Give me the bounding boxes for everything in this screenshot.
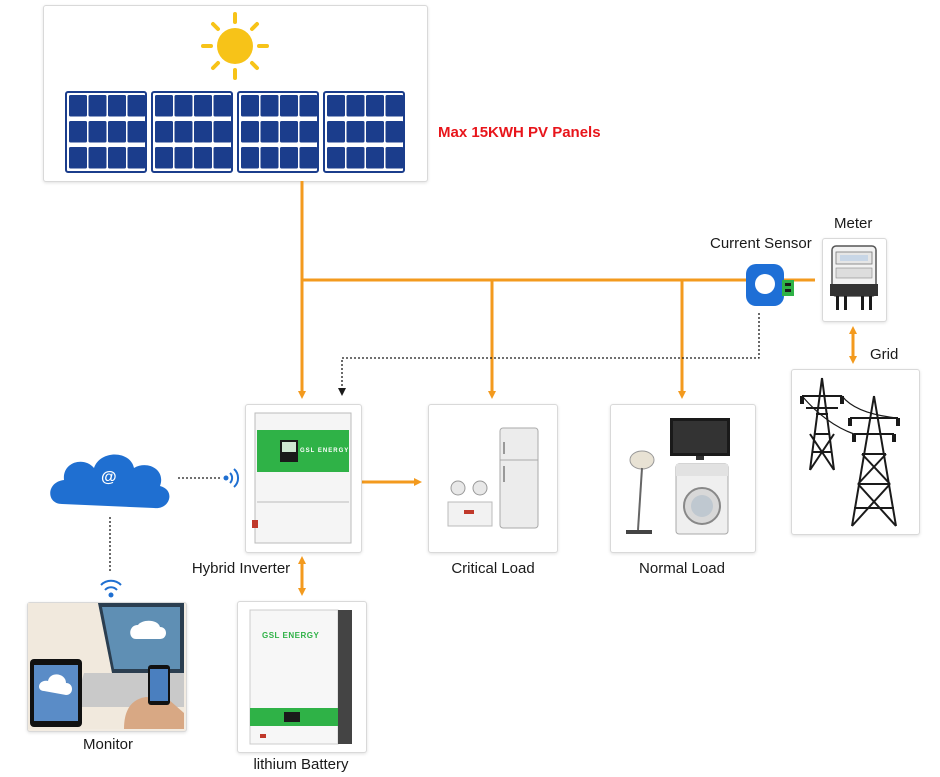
sun-icon <box>201 12 269 80</box>
pv-panels-label: Max 15KWH PV Panels <box>438 124 601 141</box>
electricity-meter-icon <box>830 245 878 310</box>
ct-signal-line <box>338 313 760 396</box>
normal-load-label: Normal Load <box>639 560 725 577</box>
power-tower-icon <box>800 377 900 527</box>
meter-label: Meter <box>834 215 873 232</box>
critical-load-appliances-icon <box>447 427 539 529</box>
wifi-monitor-icon <box>100 579 122 598</box>
inverter-brand-text: GSL ENERGY <box>300 448 350 454</box>
current-sensor-icon <box>746 264 794 306</box>
monitor-label: Monitor <box>82 736 134 753</box>
normal-load-appliances-icon <box>626 418 730 535</box>
lithium-battery-icon <box>249 609 352 745</box>
battery-label: lithium Battery <box>253 756 349 773</box>
battery-brand-text: GSL ENERGY <box>262 631 320 640</box>
grid-label: Grid <box>870 346 899 363</box>
inverter-label: Hybrid Inverter <box>191 560 291 577</box>
hybrid-inverter-icon <box>252 412 352 544</box>
monitor-devices-image <box>28 603 184 729</box>
cloud-at-symbol: @ <box>101 469 117 486</box>
wifi-inverter-icon <box>223 468 240 488</box>
current-sensor-label: Current Sensor <box>710 235 812 252</box>
solar-panels-icon <box>65 91 405 173</box>
critical-load-label: Critical Load <box>451 560 535 577</box>
cloud-icon <box>50 454 170 509</box>
